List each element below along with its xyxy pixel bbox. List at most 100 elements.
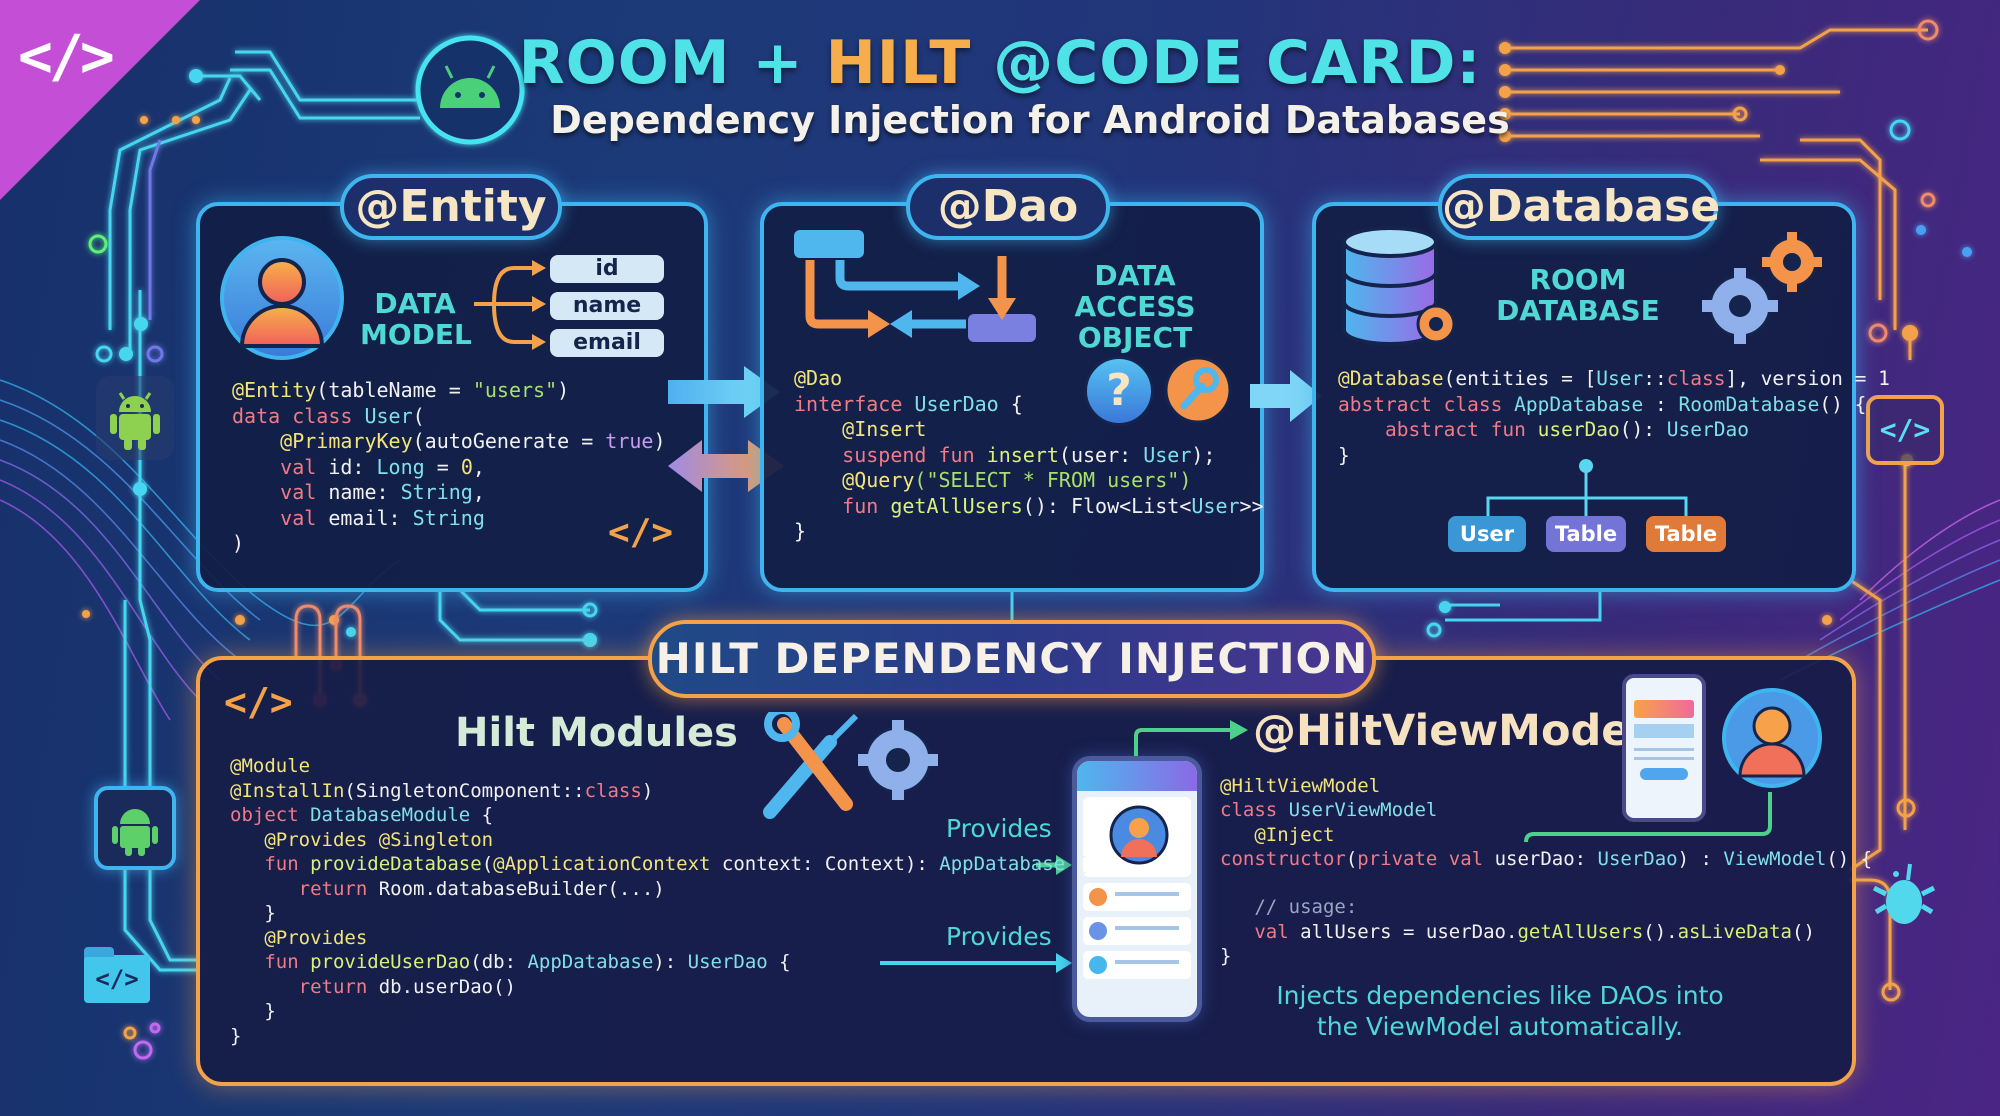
code-token: interface xyxy=(794,391,915,416)
code-chip-right: </> xyxy=(1866,395,1944,465)
code-line: val allUsers = userDao.getAllUsers().asL… xyxy=(1220,920,1872,944)
code-token: val xyxy=(1254,920,1301,943)
code-line: @Entity(tableName = "users") xyxy=(232,378,666,404)
code-token: (db: xyxy=(470,951,528,973)
code-token xyxy=(230,878,299,900)
code-token: Long xyxy=(376,454,425,479)
phone-list-item xyxy=(1083,951,1191,979)
code-line: fun getAllUsers(): Flow<List<User>> xyxy=(794,493,1263,520)
code-token: fun xyxy=(264,853,311,875)
code-token: RoomDatabase xyxy=(1678,392,1820,416)
dao-label-line1: DATA ACCESS xyxy=(1074,259,1196,323)
question-icon: ? xyxy=(1084,356,1154,426)
code-token: (): xyxy=(1619,418,1667,441)
android-side-icon xyxy=(96,376,174,460)
code-token: true xyxy=(605,429,654,453)
code-line: data class User( xyxy=(232,404,666,430)
hilt-description: Injects dependencies like DAOs into the … xyxy=(1220,980,1780,1042)
folder-code-glyph: </> xyxy=(95,965,139,993)
gears-icon xyxy=(1702,232,1822,344)
code-token: (SingletonComponent:: xyxy=(344,779,585,802)
code-line: @Provides @Singleton xyxy=(230,828,1088,853)
code-line: @Dao xyxy=(794,366,1264,392)
code-line: object DatabaseModule { xyxy=(230,803,1088,828)
code-token: class xyxy=(584,779,642,802)
code-line: } xyxy=(230,901,1088,926)
hilt-modules-heading: Hilt Modules xyxy=(455,710,738,756)
code-token: fun xyxy=(842,493,891,518)
avatar-to-code-connector xyxy=(1524,792,1772,843)
phone-list-item xyxy=(1083,917,1191,945)
code-token: @Database xyxy=(1338,367,1444,390)
data-access-object-label: DATA ACCESS OBJECT xyxy=(1030,260,1240,353)
code-token: provideDatabase xyxy=(310,853,482,875)
code-token: ) xyxy=(641,779,654,802)
code-line: fun provideDatabase(@ApplicationContext … xyxy=(230,852,1088,877)
code-line: @Insert xyxy=(794,417,1264,443)
description-line2: the ViewModel automatically. xyxy=(1316,1012,1684,1041)
code-line: val name: String, xyxy=(232,480,666,506)
code-token: return xyxy=(298,975,379,998)
code-token: ) xyxy=(232,531,245,555)
database-code: @Database(entities = [User::class], vers… xyxy=(1338,366,1890,468)
code-line: @Provides xyxy=(230,926,1088,951)
dao-label-line2: OBJECT xyxy=(1077,321,1193,354)
code-line: fun provideUserDao(db: AppDatabase): Use… xyxy=(230,950,1088,975)
table-tag: Table xyxy=(1546,516,1626,552)
field-chip: email xyxy=(550,329,664,357)
wave-lines-left xyxy=(0,379,401,721)
table-tag: Table xyxy=(1646,516,1726,552)
folder-tab xyxy=(84,947,114,957)
code-token: getAllUsers xyxy=(890,493,1023,518)
code-token: UserDao xyxy=(1597,847,1678,870)
code-token: @Provides @Singleton xyxy=(264,828,494,851)
code-token: data class xyxy=(232,403,365,428)
field-chip: name xyxy=(550,292,664,320)
code-token: id: xyxy=(328,454,377,479)
code-token: ): xyxy=(653,951,688,973)
code-token: insert xyxy=(986,442,1059,467)
page-subtitle: Dependency Injection for Android Databas… xyxy=(550,98,1510,142)
code-token xyxy=(232,429,280,453)
hilt-card xyxy=(196,656,1856,1086)
phone-line xyxy=(1634,757,1694,760)
code-token: constructor xyxy=(1220,847,1346,870)
phone-header-bar xyxy=(1077,761,1197,791)
code-token: @Insert xyxy=(842,417,927,441)
code-line: return Room.databaseBuilder(...) xyxy=(230,877,1088,902)
code-line: @HiltViewModel xyxy=(1220,774,1872,798)
code-line: abstract fun userDao(): UserDao xyxy=(1338,417,1890,443)
code-token: userDao: xyxy=(1494,847,1598,870)
code-token: } xyxy=(230,1024,242,1047)
code-token: } xyxy=(230,902,276,924)
code-brackets-icon: </> xyxy=(18,22,115,90)
user-avatar-icon xyxy=(220,236,344,360)
title-hilt: HILT xyxy=(825,28,972,98)
question-glyph: ? xyxy=(1106,365,1132,416)
code-token: { xyxy=(1065,853,1088,875)
code-token: (tableName = xyxy=(316,378,473,402)
code-token: UserViewModel xyxy=(1288,799,1438,822)
code-token: () { xyxy=(1826,847,1873,870)
title-code-card: @CODE CARD: xyxy=(971,28,1482,98)
code-token: name: xyxy=(328,480,401,504)
code-token: String xyxy=(412,505,485,530)
field-chip: id xyxy=(550,255,664,283)
code-token: User xyxy=(1596,367,1644,390)
code-token xyxy=(230,951,264,973)
code-token: db.userDao() xyxy=(378,975,516,998)
code-token: @Dao xyxy=(794,366,843,390)
code-line: } xyxy=(794,519,1264,545)
code-token: UserDao xyxy=(1666,418,1749,441)
code-token: ( xyxy=(481,853,494,875)
room-label-line1: ROOM xyxy=(1529,263,1627,296)
code-token: @PrimaryKey xyxy=(280,429,413,453)
entity-code: @Entity(tableName = "users")data class U… xyxy=(232,378,666,557)
provides-arrow-2 xyxy=(880,953,1072,973)
code-token: class xyxy=(1666,367,1726,390)
dao-pill: @Dao xyxy=(906,174,1110,240)
code-token xyxy=(794,468,842,492)
code-token: (entities = [ xyxy=(1443,367,1597,390)
field-branch-arrows xyxy=(474,260,546,350)
code-line: @PrimaryKey(autoGenerate = true) xyxy=(232,429,665,455)
